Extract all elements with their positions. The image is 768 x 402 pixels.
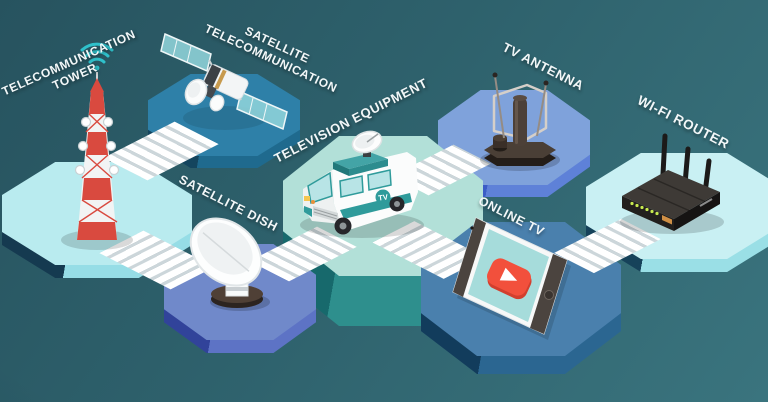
- tower-dish-drums: [74, 116, 120, 176]
- router-leds: [630, 201, 659, 216]
- tv-van-icon: TV: [300, 130, 424, 238]
- van-tv-logo: [375, 189, 391, 205]
- tv-antenna-icon: [480, 72, 560, 171]
- wifi-signal-icon: [80, 42, 114, 71]
- online-tv-tablet-icon: [452, 217, 571, 340]
- satellite-icon: [160, 32, 288, 131]
- satellite-dish-icon: [189, 217, 270, 311]
- van-tv-logo-text: TV: [378, 192, 389, 202]
- satellite-solar-panels: [160, 32, 288, 131]
- play-button-icon: [487, 258, 532, 300]
- wifi-router-icon: [620, 133, 724, 234]
- platform-telecom-tower: [2, 162, 192, 278]
- telecommunication-tower-icon: [61, 42, 133, 250]
